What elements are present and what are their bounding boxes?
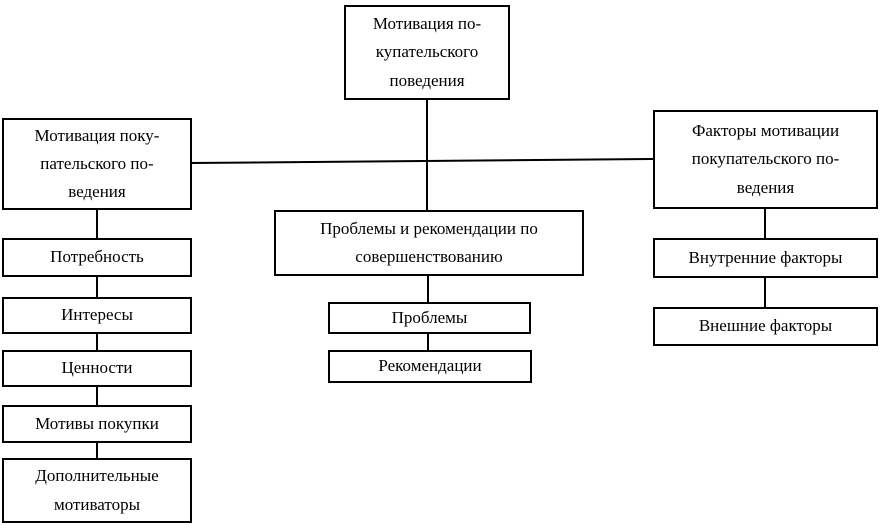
node-problems: Проблемы (328, 302, 531, 334)
node-external-factors: Внешние факторы (653, 307, 878, 346)
node-values: Ценности (2, 350, 192, 387)
node-motivation-factors: Факторы мотивации покупательского по- ве… (653, 110, 878, 209)
node-interests: Интересы (2, 297, 192, 334)
node-recommendations: Рекомендации (328, 350, 532, 383)
node-buyer-behavior-motivation-left: Мотивация поку- пательского по- ведения (2, 118, 192, 210)
node-buyer-behavior-motivation-top: Мотивация по- купательского поведения (344, 5, 510, 100)
node-internal-factors: Внутренние факторы (653, 238, 878, 278)
node-problems-and-recommendations: Проблемы и рекомендации по совершенствов… (274, 210, 584, 276)
node-need: Потребность (2, 238, 192, 277)
node-purchase-motives: Мотивы покупки (2, 405, 192, 443)
connector-left-root-to-right-root (190, 158, 654, 164)
node-additional-motivators: Дополнительные мотиваторы (2, 458, 192, 523)
